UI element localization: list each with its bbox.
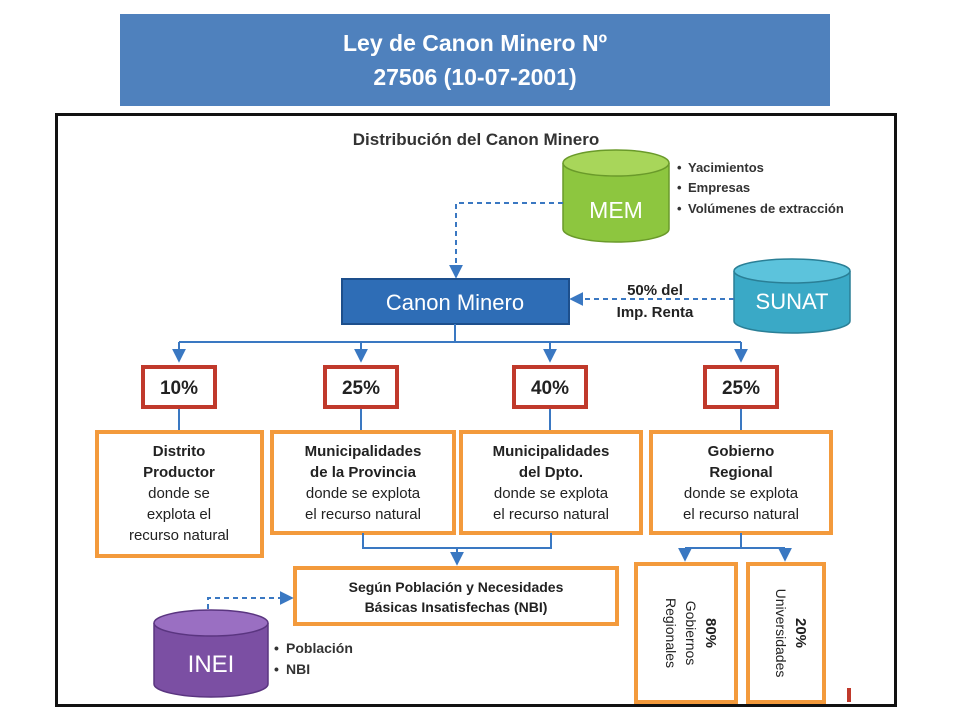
recipient-line: Regional xyxy=(709,464,772,481)
split-universidades: 20% Universidades xyxy=(746,562,826,704)
inei-bullet-2: NBI xyxy=(286,661,310,677)
recipient-line: donde se explota xyxy=(494,485,609,502)
mem-bullet-3: Volúmenes de extracción xyxy=(688,201,844,216)
split-line1: Gobiernos xyxy=(683,601,699,666)
percent-value: 40% xyxy=(531,378,569,399)
canon-distribution-diagram: Distribución del Canon Minero MEM • Yaci… xyxy=(95,130,851,704)
split-line2: Regionales xyxy=(663,598,679,668)
percent-value: 10% xyxy=(160,378,198,399)
mem-to-canon-arrow xyxy=(449,202,563,279)
svg-text:•: • xyxy=(677,180,682,195)
percent-value: 25% xyxy=(342,378,380,399)
recipient-line: donde se xyxy=(148,485,210,502)
svg-text:•: • xyxy=(274,640,279,656)
recipient-line: de la Provincia xyxy=(310,464,417,481)
municipal-to-nbi-lines xyxy=(362,533,552,566)
header-title-line1: Ley de Canon Minero Nº xyxy=(343,30,607,56)
sunat-note-line2: Imp. Renta xyxy=(617,304,694,321)
canon-minero-box: Canon Minero xyxy=(341,278,570,325)
svg-text:•: • xyxy=(677,160,682,175)
inei-bullet-1: Población xyxy=(286,640,353,656)
inei-cylinder: INEI xyxy=(153,609,269,698)
recipient-line: Distrito xyxy=(153,443,206,460)
nbi-box: Según Población y Necesidades Básicas In… xyxy=(293,566,619,626)
split-line1: Universidades xyxy=(773,589,789,678)
diagram-title: Distribución del Canon Minero xyxy=(353,130,600,149)
recipient-line: Municipalidades xyxy=(493,443,610,460)
percent-to-recipient-lines xyxy=(178,409,742,432)
recipient-line: explota el xyxy=(147,506,211,523)
percent-box-regional: 25% xyxy=(703,365,779,409)
svg-text:•: • xyxy=(677,201,682,216)
recipient-municipalidades-departamento: Municipalidades del Dpto. donde se explo… xyxy=(459,430,643,535)
recipient-line: Productor xyxy=(143,464,215,481)
percent-box-distrito: 10% xyxy=(141,365,217,409)
header-banner: Ley de Canon Minero Nº 27506 (10-07-2001… xyxy=(120,14,830,106)
split-pct: 20% xyxy=(792,618,809,648)
inei-to-nbi-arrow xyxy=(207,591,294,609)
recipient-line: el recurso natural xyxy=(683,506,799,523)
decorative-mark xyxy=(847,688,851,702)
mem-bullets: • Yacimientos • Empresas • Volúmenes de … xyxy=(677,160,844,216)
recipient-line: el recurso natural xyxy=(305,506,421,523)
sunat-cylinder: SUNAT xyxy=(733,258,851,334)
percent-box-provincia: 25% xyxy=(323,365,399,409)
recipient-line: Gobierno xyxy=(708,443,775,460)
mem-bullet-1: Yacimientos xyxy=(688,160,764,175)
percent-value: 25% xyxy=(722,378,760,399)
recipient-distrito-productor: Distrito Productor donde se explota el r… xyxy=(95,430,264,558)
canon-distribution-lines xyxy=(172,324,748,363)
mem-cylinder: MEM xyxy=(562,149,670,243)
canon-minero-label: Canon Minero xyxy=(386,290,524,315)
svg-text:•: • xyxy=(274,661,279,677)
mem-label: MEM xyxy=(589,197,643,223)
nbi-line2: Básicas Insatisfechas (NBI) xyxy=(365,599,548,615)
recipient-municipalidades-provincia: Municipalidades de la Provincia donde se… xyxy=(270,430,456,535)
regional-split-lines xyxy=(678,533,792,562)
recipient-line: donde se explota xyxy=(684,485,799,502)
recipient-line: donde se explota xyxy=(306,485,421,502)
mem-bullet-2: Empresas xyxy=(688,180,750,195)
header-title-line2: 27506 (10-07-2001) xyxy=(373,64,577,90)
split-gobiernos-regionales: 80% Gobiernos Regionales xyxy=(634,562,738,704)
nbi-line1: Según Población y Necesidades xyxy=(349,579,564,595)
percent-box-departamento: 40% xyxy=(512,365,588,409)
inei-bullets: • Población • NBI xyxy=(274,640,353,677)
recipient-line: Municipalidades xyxy=(305,443,422,460)
sunat-label: SUNAT xyxy=(756,289,829,314)
recipient-gobierno-regional: Gobierno Regional donde se explota el re… xyxy=(649,430,833,535)
inei-label: INEI xyxy=(188,651,235,678)
recipient-line: el recurso natural xyxy=(493,506,609,523)
recipient-line: recurso natural xyxy=(129,527,229,544)
recipient-line: del Dpto. xyxy=(519,464,583,481)
split-pct: 80% xyxy=(702,618,719,648)
sunat-note-line1: 50% del xyxy=(627,282,683,299)
diagram-frame: Distribución del Canon Minero MEM • Yaci… xyxy=(55,113,897,707)
